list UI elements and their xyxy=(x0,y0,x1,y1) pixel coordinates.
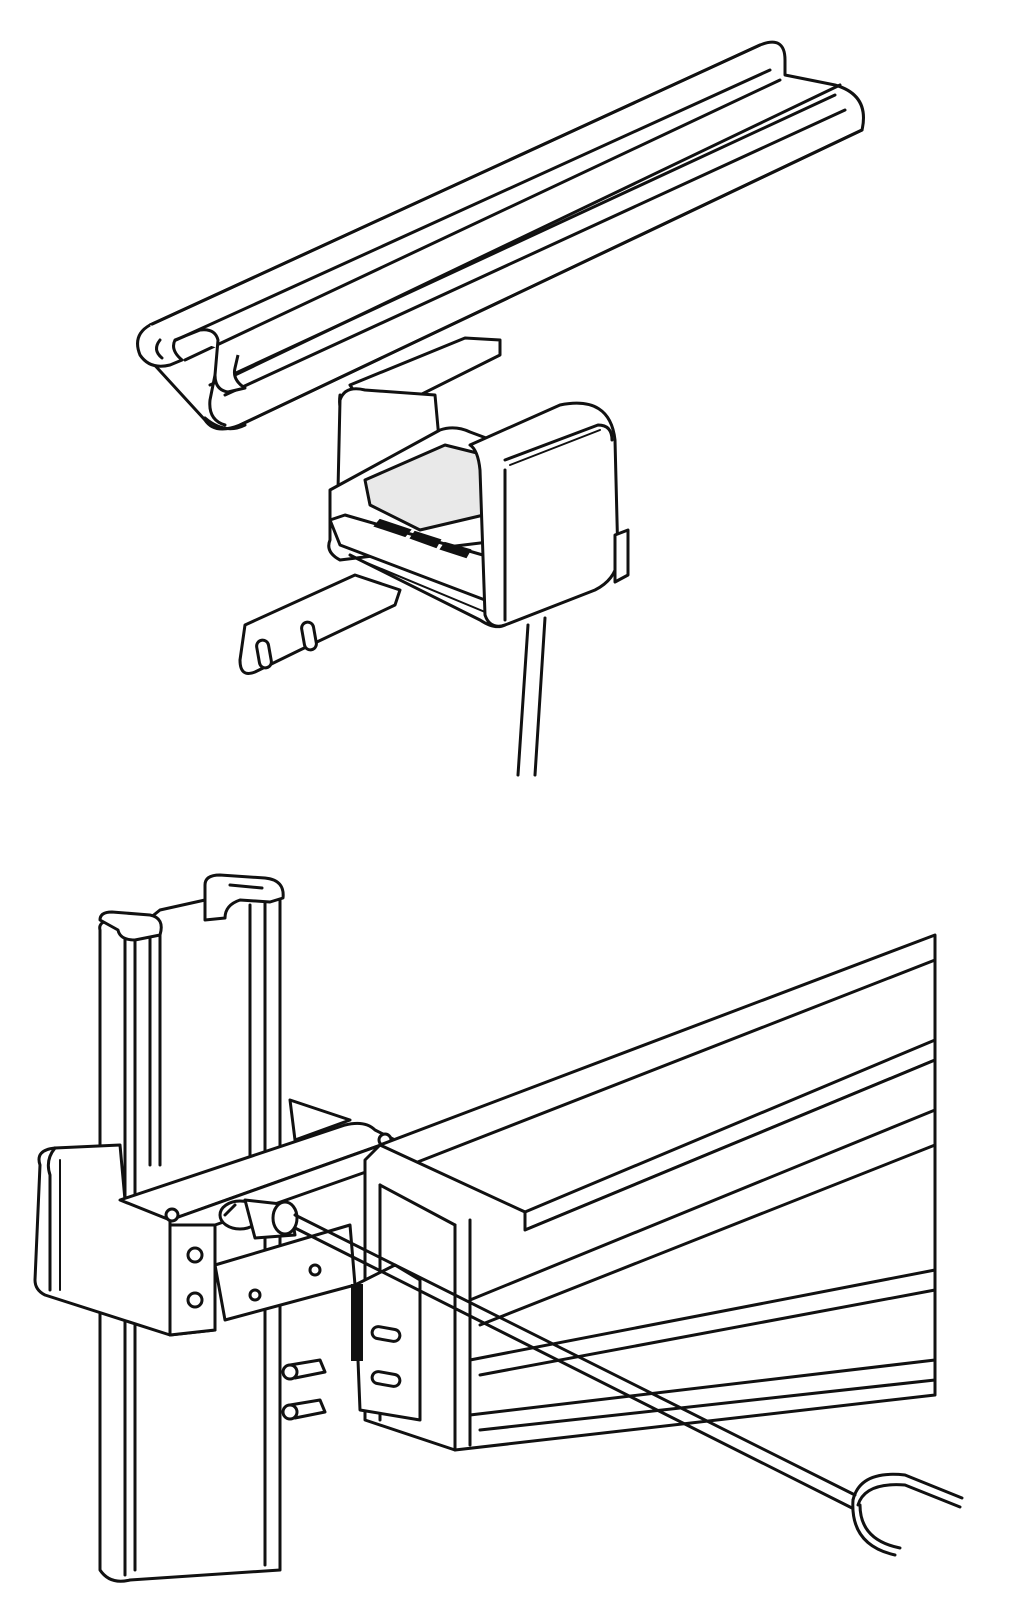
profile-rail xyxy=(136,40,865,431)
frame-cable xyxy=(293,1213,964,1557)
lower-assembly-figure xyxy=(33,873,964,1583)
cable-gland xyxy=(218,1198,299,1240)
slotted-bracket xyxy=(238,573,402,675)
frame-beam xyxy=(351,933,937,1452)
sensor-cable xyxy=(516,616,547,777)
upper-assembly-figure xyxy=(136,40,865,777)
sensor-housing xyxy=(327,387,630,629)
